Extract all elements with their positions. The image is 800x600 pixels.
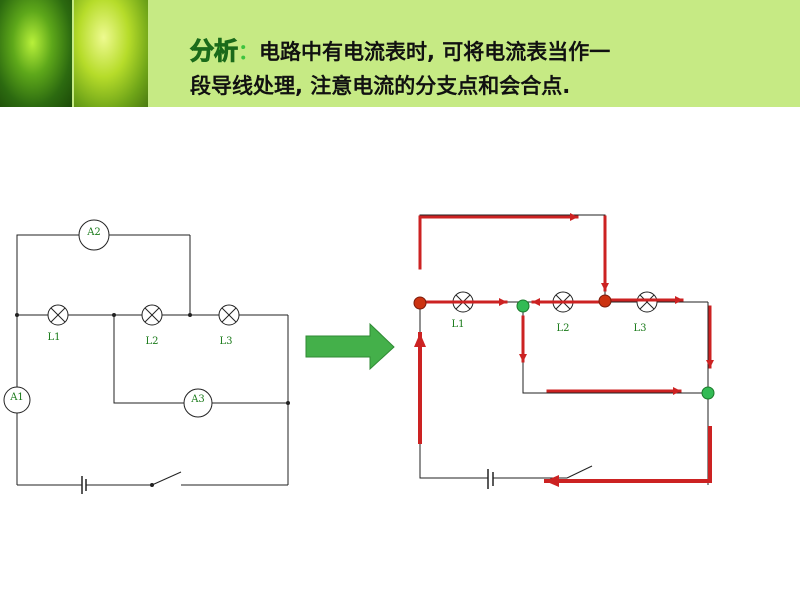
ammeter-a3 <box>183 388 213 418</box>
lamp-l3-label: L3 <box>219 336 232 347</box>
title-separator: ： <box>238 40 259 64</box>
simplified-circuit <box>419 214 709 489</box>
merge-node <box>413 296 427 310</box>
junction-dot <box>188 313 192 317</box>
current-arrow-top-branch <box>418 213 579 270</box>
title-line-1: 电路中有电流表时, 可将电流表当作一 <box>259 40 611 64</box>
wire <box>522 306 708 394</box>
ammeter-a1 <box>3 386 31 414</box>
junction-dot <box>286 401 290 405</box>
lamp-l1 <box>47 304 69 326</box>
ammeter-a2 <box>78 219 110 251</box>
title-line-2: 段导线处理, 注意电流的分支点和会合点. <box>190 74 571 98</box>
original-labels: A2 A1 A3 L1 L2 L3 <box>9 227 232 405</box>
lamp-l3-label: L3 <box>633 323 646 334</box>
current-arrow-return <box>544 426 712 487</box>
lightbulb-image-right <box>74 0 148 107</box>
lamp-l2 <box>141 304 163 326</box>
simplified-labels: L1 L2 L3 <box>451 319 646 334</box>
lamp-l2-label: L2 <box>556 323 569 334</box>
branch-node <box>701 386 715 400</box>
junction-dot <box>150 483 154 487</box>
merge-node <box>598 294 612 308</box>
ammeter-a3-label: A3 <box>190 394 205 405</box>
ammeter-a2-label: A2 <box>86 227 101 238</box>
original-circuit <box>3 219 289 494</box>
lamp-l1-label: L1 <box>47 332 60 343</box>
title-lead: 分析 <box>190 37 239 66</box>
ammeter-a1-label: A1 <box>9 392 24 403</box>
lamp-l3 <box>636 291 658 313</box>
lamp-l1-label: L1 <box>451 319 464 330</box>
wire <box>16 234 79 400</box>
slide-title: 分析：电路中有电流表时, 可将电流表当作一 段导线处理, 注意电流的分支点和会合… <box>190 34 790 103</box>
junction-dot <box>112 313 116 317</box>
header-banner: 分析：电路中有电流表时, 可将电流表当作一 段导线处理, 注意电流的分支点和会合… <box>0 0 800 107</box>
lamp-l2-label: L2 <box>145 336 158 347</box>
original-junctions <box>15 313 290 487</box>
switch <box>566 465 593 479</box>
junction-dot <box>15 313 19 317</box>
wire <box>419 214 606 302</box>
wire <box>113 315 184 404</box>
lightbulb-image-left <box>0 0 72 107</box>
current-flow-arrows <box>414 213 714 487</box>
transform-arrow-icon <box>305 322 395 371</box>
switch <box>151 471 182 486</box>
branch-node <box>516 299 530 313</box>
lamp-l3 <box>218 304 240 326</box>
